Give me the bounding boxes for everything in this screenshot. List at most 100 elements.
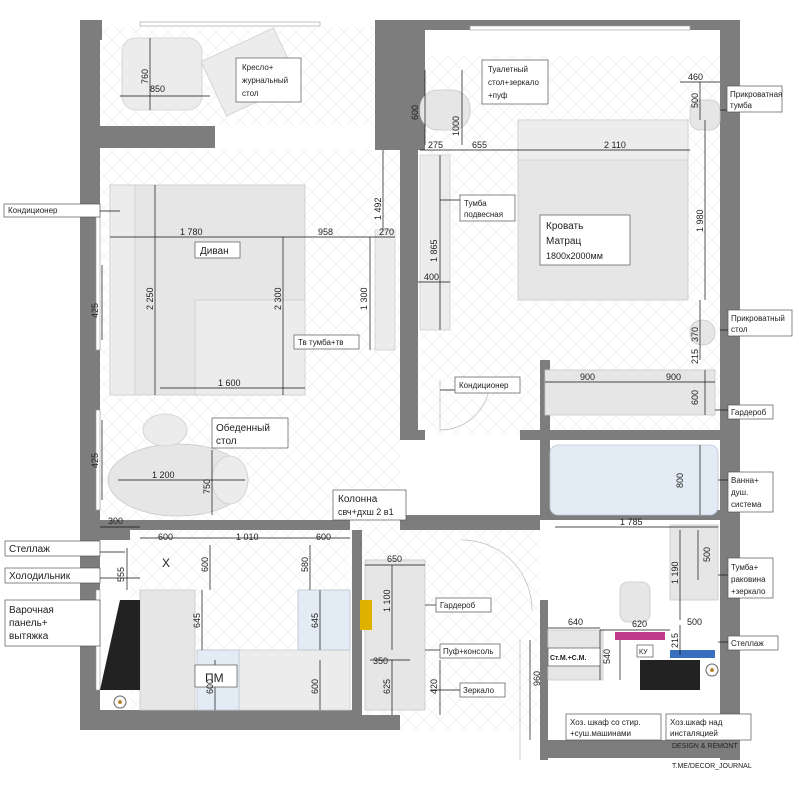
laundry-line2: +суш.машинами: [570, 729, 631, 738]
hob-line1: Варочная: [9, 605, 54, 616]
dim-270: 270: [379, 227, 394, 237]
armchair-line1: Кресло+: [242, 63, 274, 72]
sink-line3: +зеркало: [731, 587, 766, 596]
dim-2300: 2 300: [273, 287, 283, 310]
fridge-label: Холодильник: [9, 571, 71, 582]
watermark-line1: DESIGN & REMONT: [672, 743, 738, 750]
washer-label: Ст.М.+С.М.: [550, 655, 587, 662]
hanging-cabinet-label: Тумба подвесная: [464, 199, 503, 219]
dim-900b: 900: [666, 372, 681, 382]
bed-line3: 1800х2000мм: [546, 251, 603, 261]
dimension-values: 760 850 600 1000 460 500 275 655 2 110 1…: [90, 69, 712, 694]
toilet-table-line2: стол+зеркало: [488, 78, 540, 87]
hob-label: Варочная панель+ вытяжка: [9, 605, 54, 642]
bed-line1: Кровать: [546, 221, 583, 232]
dim-425a: 425: [90, 303, 100, 318]
dim-600g: 600: [310, 679, 320, 694]
label-boxes: [3, 57, 793, 741]
air-conditioner-left-label: Кондиционер: [8, 206, 58, 215]
dim-645a: 645: [192, 613, 202, 628]
hob-line3: вытяжка: [9, 631, 49, 642]
bedside-top-label: Прикроватная тумба: [730, 90, 782, 110]
toilet-table-line1: Туалетный: [488, 65, 528, 74]
dim-1980: 1 980: [695, 209, 705, 232]
mirror-label: Зеркало: [463, 686, 495, 695]
bath-label: Ванна+ душ. система: [731, 476, 762, 509]
cross-mark: X: [162, 556, 170, 570]
dining-line1: Обеденный: [216, 422, 270, 434]
dim-1780: 1 780: [180, 227, 203, 237]
dim-425b: 425: [90, 453, 100, 468]
dim-2110: 2 110: [604, 140, 626, 150]
dim-300: 300: [108, 516, 123, 526]
dim-215b: 215: [670, 633, 680, 648]
dim-625: 625: [382, 679, 392, 694]
dim-370: 370: [690, 327, 700, 342]
hob-line2: панель+: [9, 618, 48, 629]
bedside-top-line1: Прикроватная: [730, 90, 782, 99]
sink-label: Тумба+раковина+зеркало: [731, 563, 766, 596]
dim-600a: 600: [410, 105, 420, 120]
dim-275: 275: [428, 140, 443, 150]
dim-460: 460: [688, 72, 703, 82]
dim-750: 750: [202, 479, 212, 494]
column-line2: свч+дхш 2 в1: [338, 507, 394, 517]
dim-540: 540: [602, 649, 612, 664]
dim-555: 555: [116, 567, 126, 582]
bedside-top-line2: тумба: [730, 101, 752, 110]
dim-400: 400: [424, 272, 439, 282]
dim-655: 655: [472, 140, 487, 150]
toilet-table-line3: +пуф: [488, 91, 508, 100]
dim-1492: 1 492: [373, 197, 383, 220]
dim-645b: 645: [310, 613, 320, 628]
bath-line1: Ванна+: [731, 476, 759, 485]
bath-line3: система: [731, 500, 762, 509]
dim-500b: 500: [702, 547, 712, 562]
sofa-label: Диван: [200, 246, 229, 257]
dim-1200: 1 200: [152, 470, 175, 480]
bed-line2: Матрац: [546, 236, 581, 247]
dim-500a: 500: [690, 93, 700, 108]
dim-420: 420: [429, 679, 439, 694]
dim-1190: 1 190: [670, 561, 680, 584]
dishwasher-label: ПМ: [205, 671, 224, 685]
dim-600f: 600: [205, 679, 215, 694]
dim-900a: 900: [580, 372, 595, 382]
shelf-right-label: Стеллаж: [731, 639, 764, 648]
dim-1000: 1000: [451, 116, 461, 136]
armchair-line2: журнальный: [242, 76, 288, 85]
bath-line2: душ.: [731, 488, 748, 497]
pouf-label: Пуф+консоль: [443, 647, 494, 656]
dim-1785: 1 785: [620, 517, 643, 527]
tv-label: Тв тумба+тв: [298, 338, 344, 347]
bedside-table-line2: стол: [731, 325, 748, 334]
dim-1100: 1 100: [382, 589, 392, 612]
dim-650: 650: [387, 554, 402, 564]
watermark-line2: T.ME/DECOR_JOURNAL: [672, 763, 752, 770]
laundry-label: Хоз. шкаф со стир.+суш.машинами: [570, 718, 641, 738]
dim-215a: 215: [690, 349, 700, 364]
wardrobe-bed-label: Гардероб: [731, 408, 767, 417]
shelf-left-label: Стеллаж: [9, 544, 50, 555]
dim-850: 850: [150, 84, 165, 94]
hanging-cabinet-line1: Тумба: [464, 199, 487, 208]
dim-600e: 600: [200, 557, 210, 572]
dim-600b: 600: [690, 390, 700, 405]
dim-580: 580: [300, 557, 310, 572]
dim-1010: 1 010: [236, 532, 259, 542]
toilet-table-label: Туалетный стол+зеркало +пуф: [488, 65, 540, 100]
utility-line1: Хоз.шкаф над: [670, 718, 723, 727]
dim-1865: 1 865: [429, 239, 439, 262]
wardrobe-hall-label: Гардероб: [440, 601, 476, 610]
hanging-cabinet-line2: подвесная: [464, 210, 503, 219]
dim-600d: 600: [316, 532, 331, 542]
dim-958: 958: [318, 227, 333, 237]
ku-label: КУ: [639, 649, 648, 656]
dim-1600: 1 600: [218, 378, 241, 388]
